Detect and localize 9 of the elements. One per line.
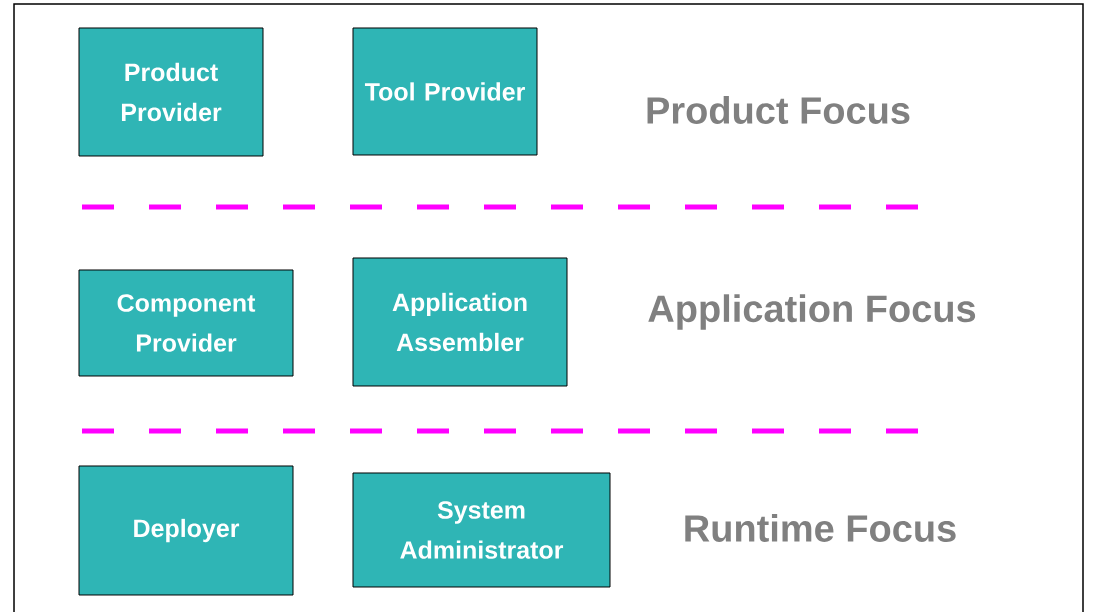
- role-box: Tool Provider: [352, 27, 538, 156]
- focus-label: Runtime Focus: [685, 514, 956, 542]
- focus-label: Product Focus: [647, 96, 910, 124]
- role-box: Deployer: [78, 465, 294, 596]
- role-box: Application Assembler: [352, 257, 568, 387]
- role-box: System Administrator: [352, 472, 611, 588]
- role-box: Component Provider: [78, 269, 294, 377]
- role-box: Product Provider: [78, 27, 264, 157]
- focus-label: Application Focus: [648, 294, 976, 330]
